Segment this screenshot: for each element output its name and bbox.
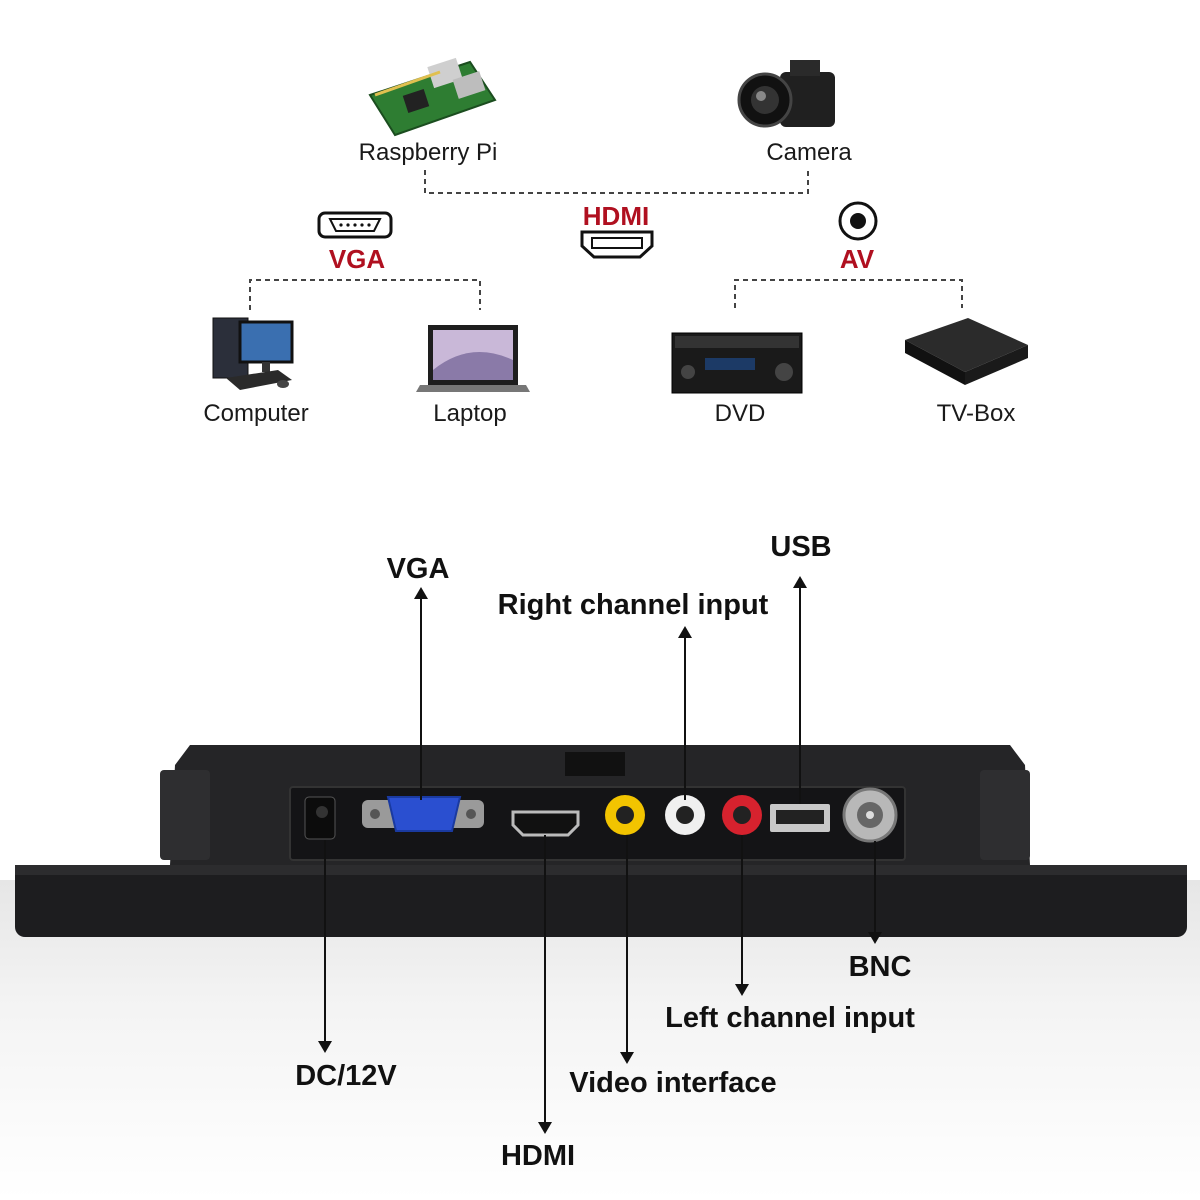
laptop-label: Laptop: [433, 400, 507, 427]
av-connector-line: [734, 279, 963, 308]
monitor-back: [15, 745, 1187, 937]
raspberry-pi-icon: [368, 57, 497, 137]
computer-label: Computer: [203, 400, 309, 427]
hdmi-connector-line: [424, 170, 809, 194]
bnc-port: [842, 787, 898, 843]
video-rca-port: [605, 795, 645, 835]
dvd-player-icon: [671, 332, 803, 394]
bnc-port-label: BNC: [848, 951, 912, 983]
laptop-icon: [416, 325, 530, 392]
dc-port-label: DC/12V: [295, 1060, 397, 1092]
computer-icon: [212, 317, 294, 390]
tv-box-label: TV-Box: [936, 400, 1016, 427]
left-channel-label: Left channel input: [665, 1002, 915, 1034]
av-port-icon: [838, 201, 878, 241]
vga-label: VGA: [328, 244, 386, 274]
vga-port: [362, 796, 484, 832]
hdmi-port-icon: [580, 230, 654, 259]
hdmi-port: [511, 810, 580, 837]
usb-port: [770, 804, 830, 832]
vga-port-icon: [317, 211, 393, 239]
right-audio-rca-port: [665, 795, 705, 835]
camera-icon: [737, 60, 835, 128]
vga-connector-line: [249, 279, 481, 310]
video-interface-label: Video interface: [569, 1067, 777, 1099]
right-channel-label: Right channel input: [497, 589, 769, 621]
vga-port-label: VGA: [386, 553, 450, 585]
usb-port-label: USB: [770, 531, 832, 563]
raspberry-pi-label: Raspberry Pi: [358, 139, 498, 166]
dc-jack: [304, 796, 336, 840]
av-label: AV: [839, 244, 875, 274]
camera-label: Camera: [766, 139, 852, 166]
hdmi-label: HDMI: [582, 201, 650, 231]
left-audio-rca-port: [722, 795, 762, 835]
hdmi-port-label: HDMI: [500, 1140, 576, 1172]
tv-box-icon: [905, 318, 1028, 385]
dvd-label: DVD: [714, 400, 766, 427]
